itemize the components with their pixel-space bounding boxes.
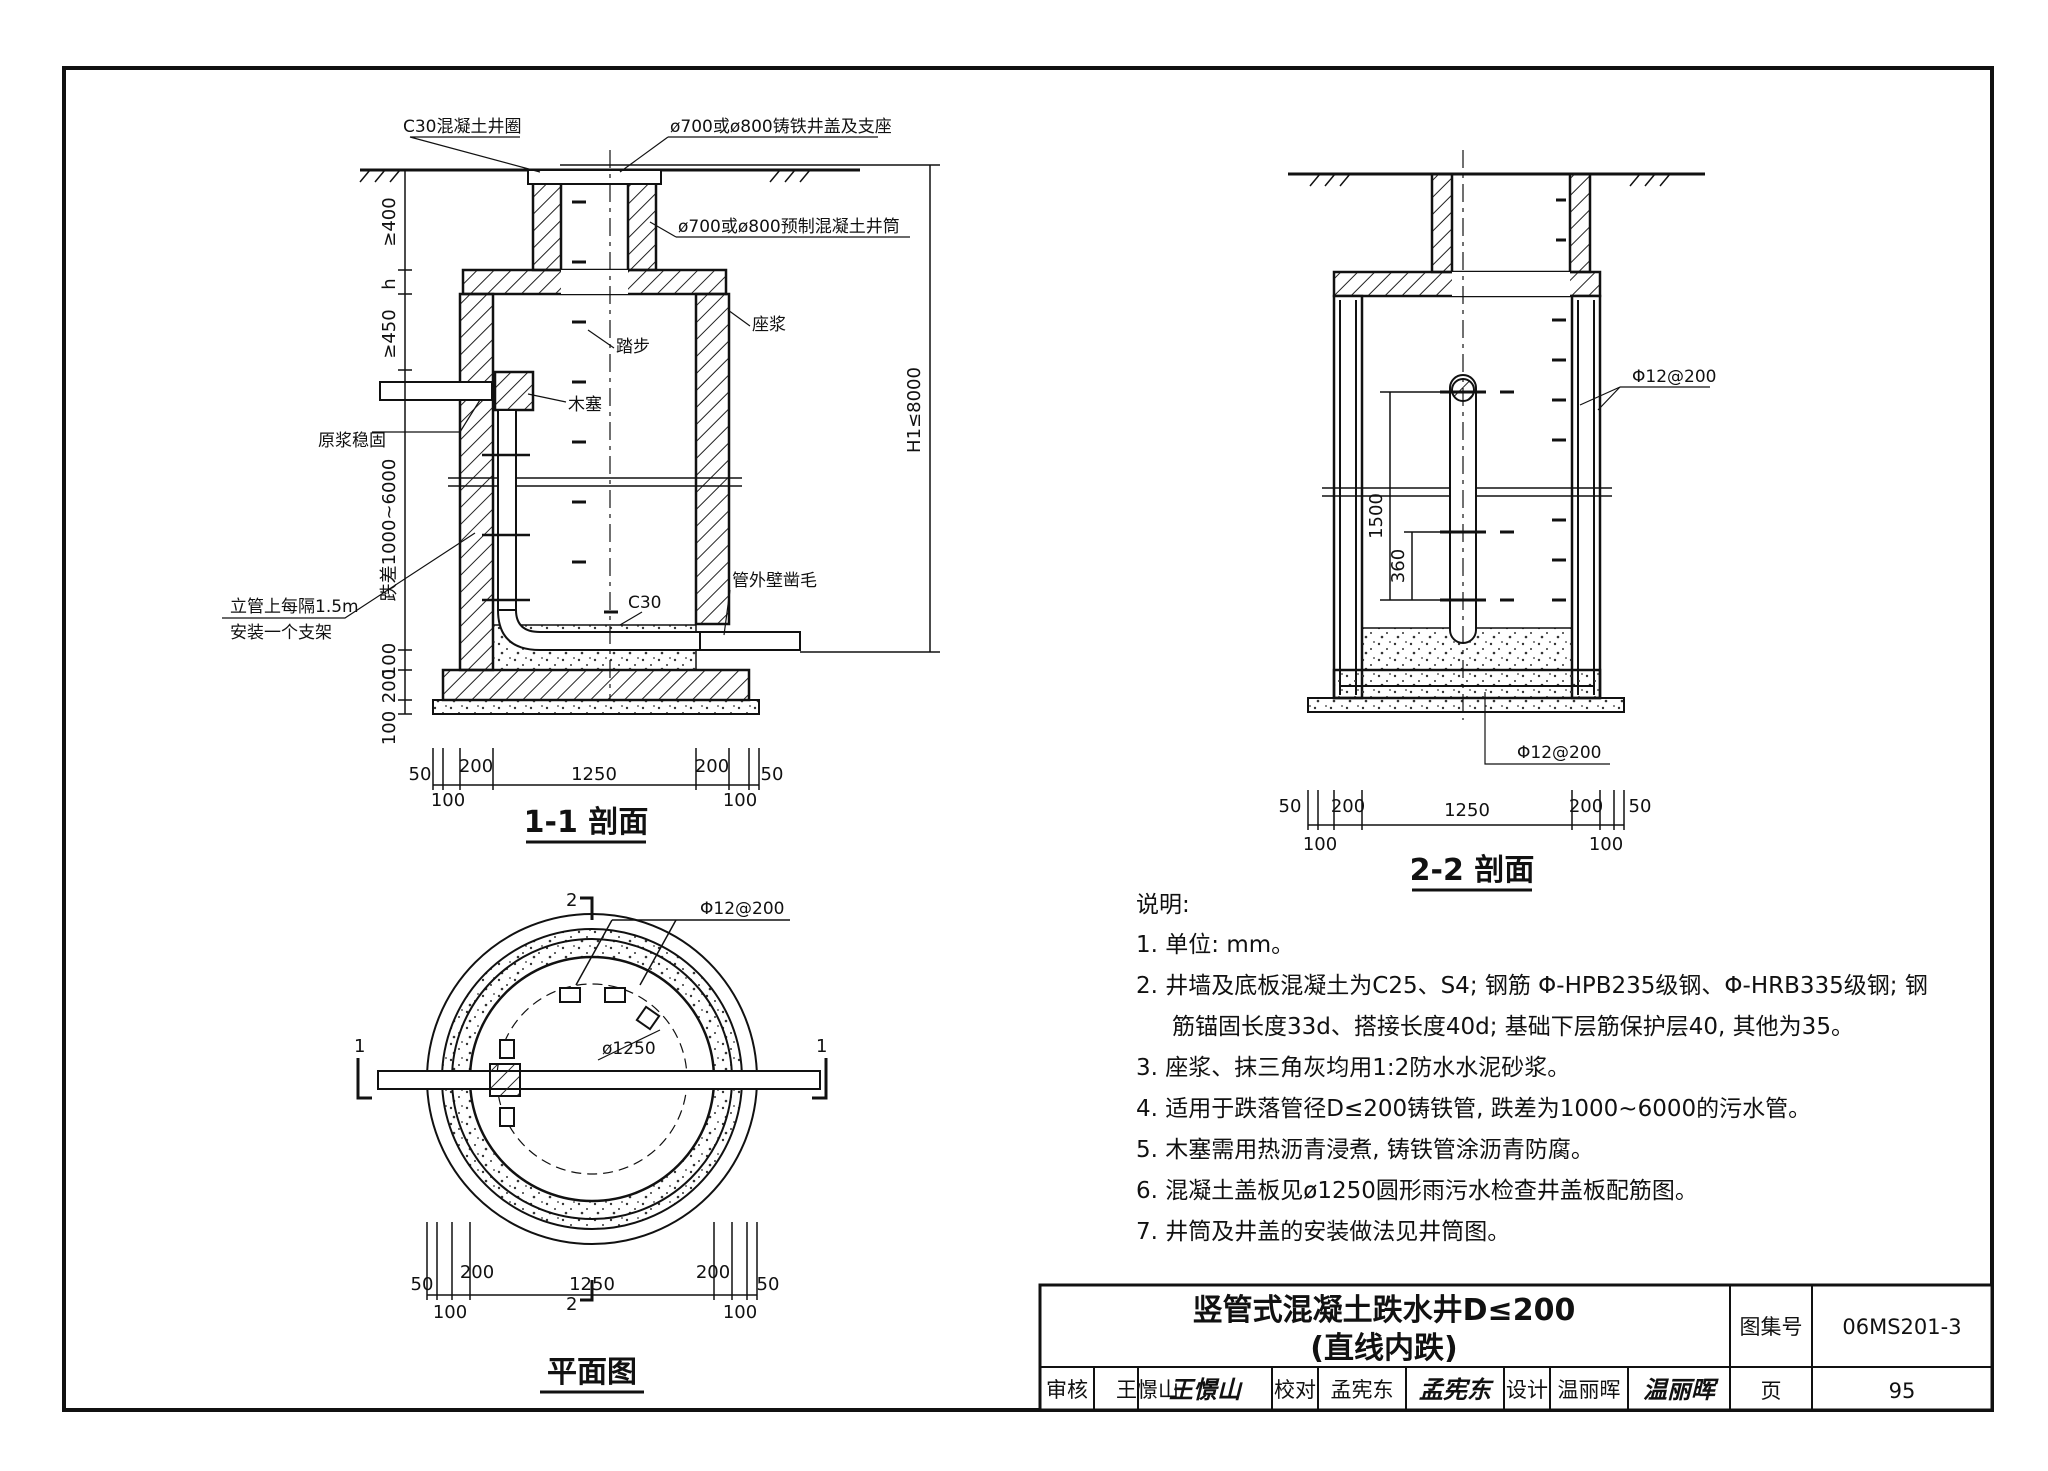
- section-1-1-title: 1-1 剖面: [524, 805, 649, 840]
- plan-cut-2-top: 2: [566, 890, 577, 911]
- review-label: 审核: [1046, 1378, 1088, 1402]
- atlas-number: 06MS201-3: [1842, 1315, 1961, 1339]
- section-1-1: ≥400 h ≥450 跌差1000~6000 100 200 100 H1≤8…: [222, 117, 940, 844]
- dim-450: ≥450: [379, 309, 400, 358]
- reviewer-signature: 王憬山: [1169, 1375, 1243, 1404]
- s22-dim-1250: 1250: [1444, 800, 1490, 821]
- note-1: 1. 单位: mm。: [1136, 932, 1294, 958]
- plan-rebar-label: Φ12@200: [700, 899, 784, 919]
- plan-cut-1-left: 1: [354, 1036, 365, 1057]
- dim-50-right: 50: [761, 764, 784, 785]
- dim-100a: 100: [379, 643, 400, 677]
- label-bracket-note-1: 立管上每隔1.5m: [230, 597, 359, 617]
- drawing-title-line1: 竖管式混凝土跌水井D≤200: [1193, 1293, 1576, 1328]
- dim-400: ≥400: [379, 197, 400, 246]
- plan-dim-200-left: 200: [460, 1262, 494, 1283]
- section-2-2-title: 2-2 剖面: [1410, 853, 1535, 888]
- label-plug: 木塞: [568, 395, 602, 415]
- label-bracket-note-2: 安装一个支架: [230, 623, 332, 643]
- s22-dim-50-left: 50: [1279, 796, 1302, 817]
- notes: 说明: 1. 单位: mm。 2. 井墙及底板混凝土为C25、S4; 钢筋 Φ-…: [1136, 892, 1928, 1245]
- dim-1500: 1500: [1366, 493, 1387, 539]
- plan-dim-100-right: 100: [723, 1302, 757, 1323]
- label-grout-ring: 原浆稳固: [318, 431, 386, 451]
- note-7: 7. 井筒及井盖的安装做法见井筒图。: [1136, 1219, 1510, 1245]
- note-4: 4. 适用于跌落管径D≤200铸铁管, 跌差为1000~6000的污水管。: [1136, 1096, 1811, 1122]
- dim-100b: 100: [379, 711, 400, 745]
- plan-title: 平面图: [547, 1355, 637, 1390]
- dim-200-left: 200: [459, 756, 493, 777]
- notes-heading: 说明:: [1136, 892, 1190, 918]
- dim-360: 360: [1388, 549, 1409, 583]
- dim-100-right: 100: [723, 790, 757, 811]
- label-ring: C30混凝土井圈: [403, 117, 522, 137]
- label-seat-mortar: 座浆: [752, 315, 786, 335]
- s22-dim-200-left: 200: [1331, 796, 1365, 817]
- check-label: 校对: [1274, 1378, 1316, 1402]
- dim-100-left: 100: [431, 790, 465, 811]
- plan-diameter-label: ø1250: [602, 1039, 656, 1059]
- label-pipe-roughen: 管外壁凿毛: [732, 571, 817, 591]
- checker-name: 孟宪东: [1331, 1378, 1394, 1402]
- label-c30: C30: [628, 593, 662, 613]
- drawing-frame: [62, 66, 1994, 1412]
- dim-h: h: [379, 278, 400, 289]
- note-5: 5. 木塞需用热沥青浸煮, 铸铁管涂沥青防腐。: [1136, 1137, 1594, 1163]
- plan-dim-200-right: 200: [696, 1262, 730, 1283]
- plan-cut-1-right: 1: [816, 1036, 827, 1057]
- label-step: 踏步: [616, 337, 650, 357]
- designer-signature: 温丽晖: [1643, 1375, 1719, 1404]
- reviewer-name: 王憬山: [1116, 1378, 1179, 1402]
- drawing-title-line2: (直线内跌): [1310, 1331, 1457, 1366]
- note-6: 6. 混凝土盖板见ø1250圆形雨污水检查井盖板配筋图。: [1136, 1178, 1698, 1204]
- section-2-2-rebar-wall: Φ12@200: [1632, 367, 1716, 387]
- plan-dim-1250: 1250: [569, 1274, 615, 1295]
- plan-cut-2-bottom: 2: [566, 1294, 577, 1315]
- plan-view: Φ12@200 ø1250 1 1 2 2 50 100 200 1250: [354, 890, 828, 1394]
- s22-dim-50-right: 50: [1629, 796, 1652, 817]
- plan-dim-50-right: 50: [757, 1274, 780, 1295]
- designer-name: 温丽晖: [1558, 1378, 1621, 1402]
- dim-1250: 1250: [571, 764, 617, 785]
- plan-dim-100-left: 100: [433, 1302, 467, 1323]
- checker-signature: 孟宪东: [1419, 1375, 1494, 1404]
- note-2-cont: 筋锚固长度33d、搭接长度40d; 基础下层筋保护层40, 其他为35。: [1172, 1014, 1854, 1040]
- label-shaft: ø700或ø800预制混凝土井筒: [678, 217, 900, 237]
- plan-dim-50-left: 50: [411, 1274, 434, 1295]
- dim-50-left: 50: [409, 764, 432, 785]
- note-2: 2. 井墙及底板混凝土为C25、S4; 钢筋 Φ-HPB235级钢、Φ-HRB3…: [1136, 973, 1928, 999]
- dim-200: 200: [379, 669, 400, 703]
- title-block: 竖管式混凝土跌水井D≤200 (直线内跌) 图集号 06MS201-3 页 95…: [1038, 1283, 1994, 1412]
- dim-drop: 跌差1000~6000: [379, 459, 400, 602]
- page-number: 95: [1889, 1379, 1916, 1403]
- s22-dim-100-left: 100: [1303, 834, 1337, 855]
- s22-dim-200-right: 200: [1569, 796, 1603, 817]
- note-3: 3. 座浆、抹三角灰均用1:2防水水泥砂浆。: [1136, 1055, 1570, 1081]
- section-2-2: 1500 360 Φ12@200 Φ12@200 50 100 200 1250…: [1279, 150, 1716, 892]
- s22-dim-100-right: 100: [1589, 834, 1623, 855]
- section-2-2-rebar-floor: Φ12@200: [1517, 743, 1601, 763]
- label-cover: ø700或ø800铸铁井盖及支座: [670, 117, 892, 137]
- design-label: 设计: [1506, 1378, 1548, 1402]
- page-label: 页: [1761, 1379, 1782, 1403]
- dim-h1: H1≤8000: [904, 367, 925, 453]
- atlas-label: 图集号: [1740, 1315, 1803, 1339]
- dim-200-right: 200: [695, 756, 729, 777]
